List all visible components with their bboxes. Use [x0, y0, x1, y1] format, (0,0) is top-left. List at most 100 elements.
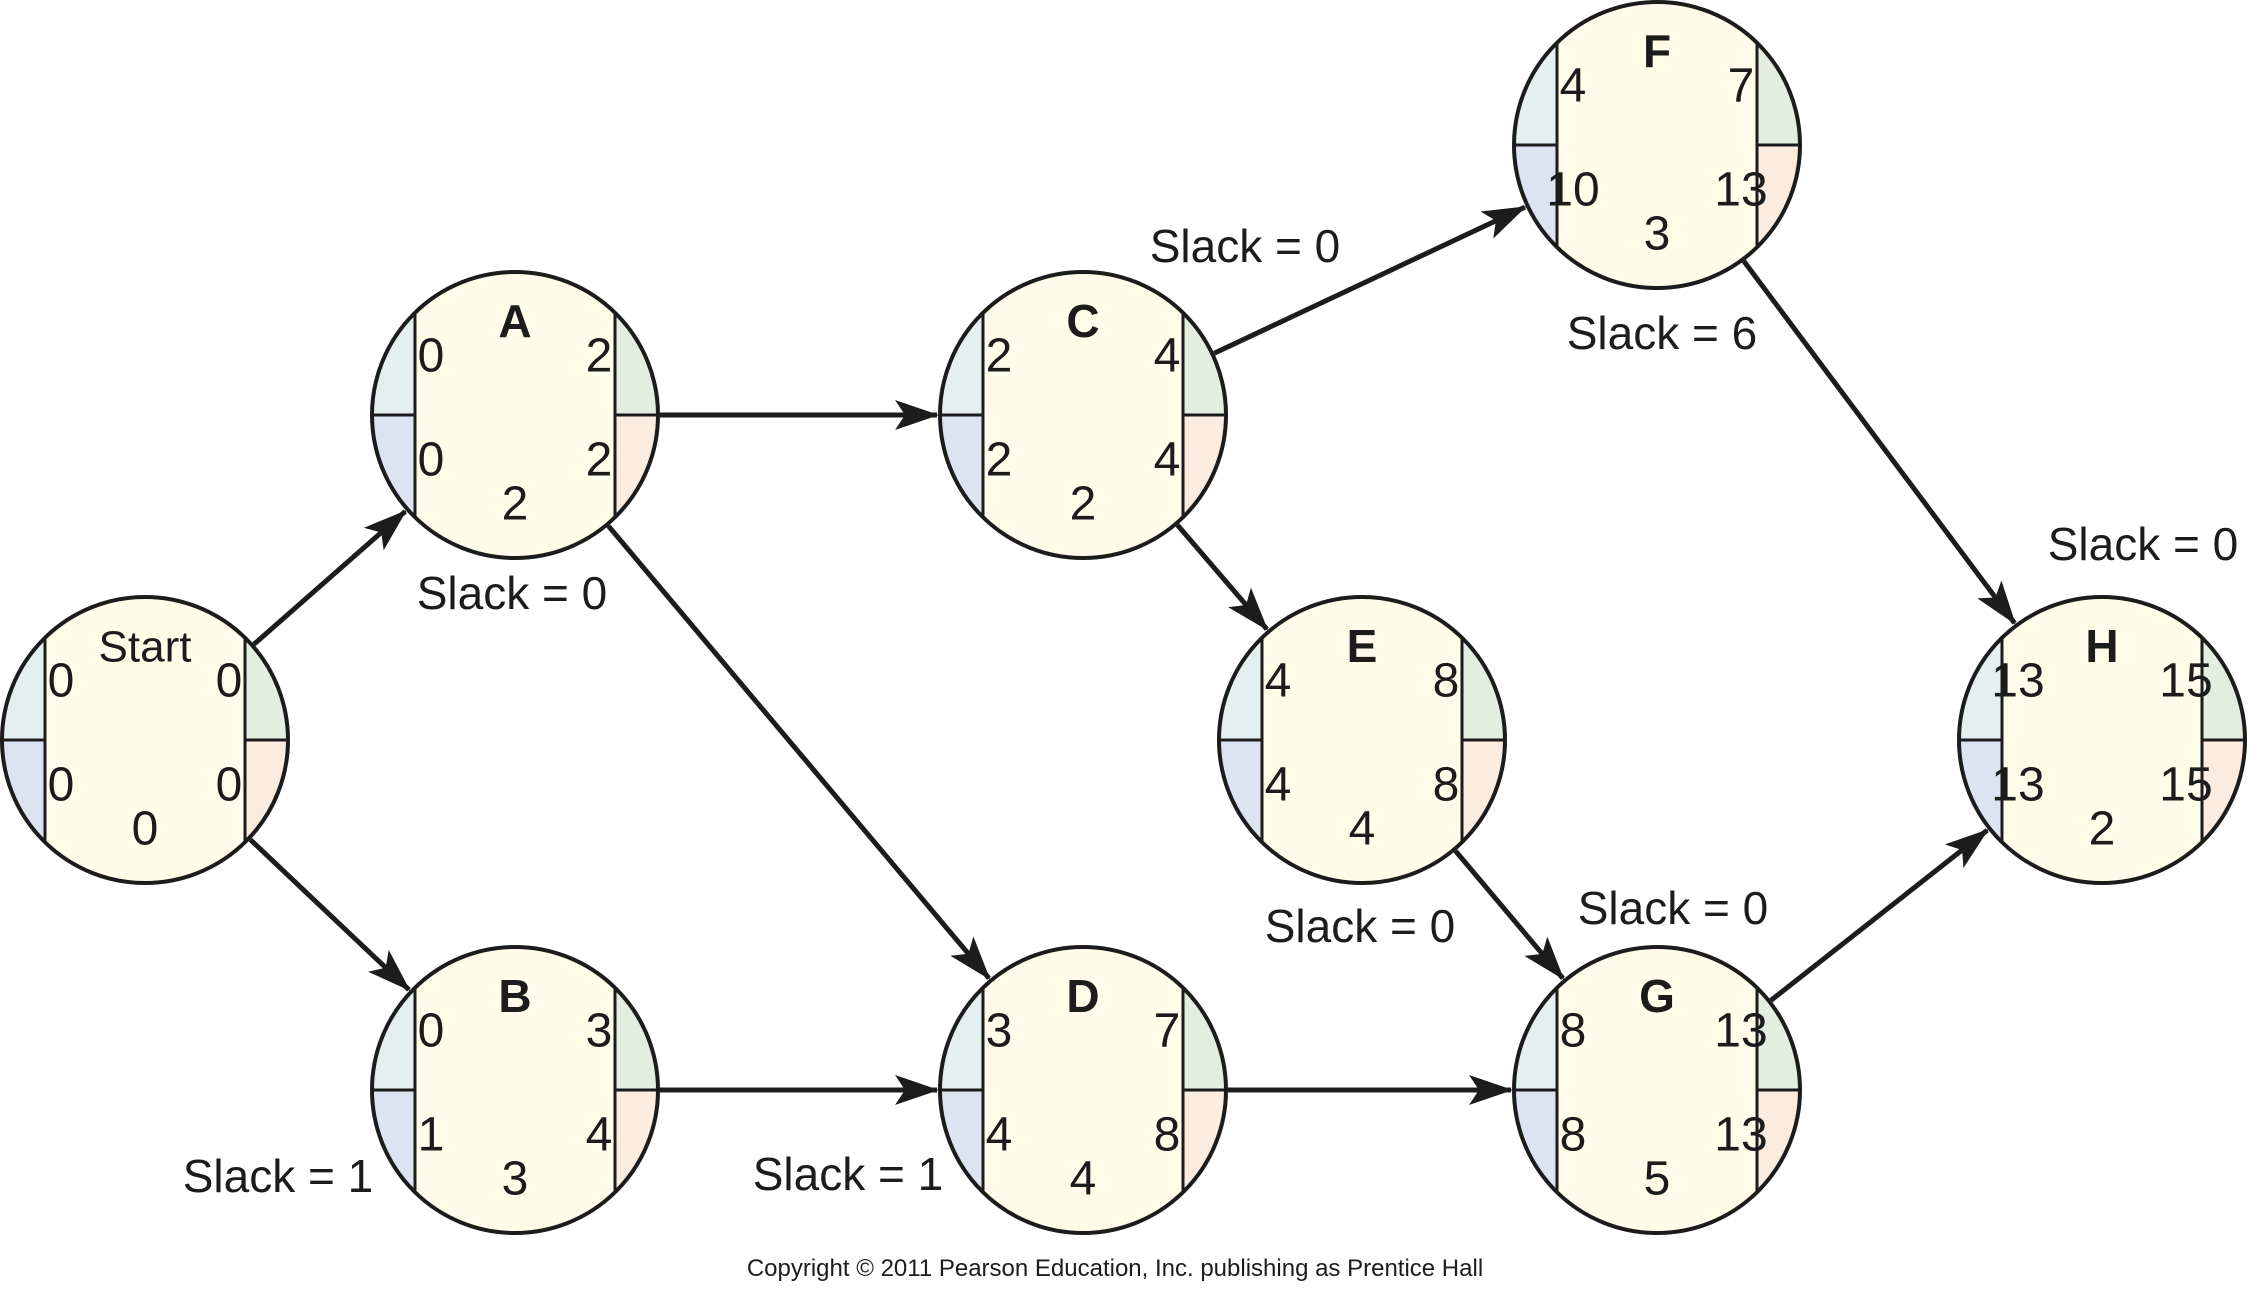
duration-cell [940, 947, 1226, 1233]
earliest-finish-value: 0 [216, 655, 243, 708]
latest-start-value: 4 [1265, 759, 1292, 812]
node-e: E 4 8 4 8 4 [1217, 595, 1507, 885]
arrow-f-to-h [1741, 259, 2017, 625]
earliest-start-value: 0 [418, 330, 445, 383]
arrow-start-to-b [248, 837, 411, 992]
slack-label-a: Slack = 0 [417, 567, 608, 619]
slack-label-c: Slack = 0 [1150, 220, 1341, 272]
latest-start-value: 2 [986, 434, 1013, 487]
copyright-text: Copyright © 2011 Pearson Education, Inc.… [747, 1255, 1483, 1282]
duration-value: 3 [502, 1153, 529, 1206]
duration-value: 2 [502, 478, 529, 531]
arrow-e-to-g [1453, 849, 1565, 980]
duration-cell [372, 272, 658, 558]
earliest-start-value: 0 [48, 655, 75, 708]
earliest-finish-value: 4 [1154, 330, 1181, 383]
node-f: F 4 7 10 13 3 [1512, 0, 1802, 290]
duration-cell [1219, 597, 1505, 883]
slack-label-f: Slack = 6 [1567, 307, 1758, 359]
latest-start-value: 10 [1546, 164, 1599, 217]
latest-finish-value: 8 [1433, 759, 1460, 812]
arrow-c-to-e [1175, 523, 1269, 631]
earliest-start-value: 2 [986, 330, 1013, 383]
activity-name: G [1639, 970, 1675, 1022]
edges-layer [248, 204, 2017, 1105]
arrow-start-to-a [252, 509, 407, 647]
node-outline [1217, 595, 1507, 885]
arrow-a-to-d [606, 524, 991, 980]
activity-name: E [1347, 620, 1378, 672]
activity-name: A [498, 295, 531, 347]
duration-cell [372, 947, 658, 1233]
earliest-finish-value: 15 [2159, 655, 2212, 708]
earliest-start-value: 0 [418, 1005, 445, 1058]
duration-value: 3 [1644, 208, 1671, 261]
activity-name: C [1066, 295, 1099, 347]
duration-value: 2 [1070, 478, 1097, 531]
latest-start-value: 13 [1991, 759, 2044, 812]
arrow-g-to-h [1769, 828, 1989, 1003]
node-a: A 0 2 0 2 2 [370, 270, 660, 560]
duration-cell [2, 597, 288, 883]
earliest-start-value: 13 [1991, 655, 2044, 708]
latest-finish-value: 4 [586, 1109, 613, 1162]
latest-finish-value: 13 [1714, 164, 1767, 217]
node-b: B 0 3 1 4 3 [370, 945, 660, 1235]
slack-label-d: Slack = 1 [753, 1148, 944, 1200]
duration-value: 0 [132, 803, 159, 856]
earliest-finish-value: 7 [1154, 1005, 1181, 1058]
earliest-finish-value: 2 [586, 330, 613, 383]
activity-name: Start [99, 623, 192, 672]
latest-start-value: 0 [48, 759, 75, 812]
latest-start-value: 0 [418, 434, 445, 487]
node-outline [1512, 0, 1802, 290]
activity-name: F [1643, 25, 1671, 77]
node-outline [1957, 595, 2247, 885]
slack-label-h: Slack = 0 [2048, 518, 2239, 570]
node-outline [370, 270, 660, 560]
duration-cell [940, 272, 1226, 558]
earliest-start-value: 4 [1560, 60, 1587, 113]
duration-value: 2 [2089, 803, 2116, 856]
latest-start-value: 4 [986, 1109, 1013, 1162]
latest-start-value: 8 [1560, 1109, 1587, 1162]
earliest-finish-value: 7 [1728, 60, 1755, 113]
latest-finish-value: 13 [1714, 1109, 1767, 1162]
node-outline [0, 595, 290, 885]
earliest-finish-value: 13 [1714, 1005, 1767, 1058]
node-outline [370, 945, 660, 1235]
node-c: C 2 4 2 4 2 [938, 270, 1228, 560]
arrow-c-to-f [1213, 204, 1527, 356]
earliest-finish-value: 3 [586, 1005, 613, 1058]
slack-label-g: Slack = 0 [1578, 882, 1769, 934]
slack-labels-layer: Slack = 0 Slack = 1 Slack = 0 Slack = 1 Slac… [183, 220, 2239, 1202]
node-d: D 3 7 4 8 4 [938, 945, 1228, 1235]
activity-name: H [2085, 620, 2118, 672]
earliest-finish-value: 8 [1433, 655, 1460, 708]
node-outline [938, 945, 1228, 1235]
node-start: Start 0 0 0 0 0 [0, 595, 290, 885]
node-outline [938, 270, 1228, 560]
activity-name: D [1066, 970, 1099, 1022]
duration-cell [1514, 2, 1800, 288]
latest-start-value: 1 [418, 1109, 445, 1162]
latest-finish-value: 2 [586, 434, 613, 487]
duration-value: 4 [1070, 1153, 1097, 1206]
node-outline [1512, 945, 1802, 1235]
earliest-start-value: 4 [1265, 655, 1292, 708]
duration-value: 5 [1644, 1153, 1671, 1206]
duration-cell [1514, 947, 1800, 1233]
slack-label-b: Slack = 1 [183, 1150, 374, 1202]
latest-finish-value: 4 [1154, 434, 1181, 487]
latest-finish-value: 0 [216, 759, 243, 812]
slack-label-e: Slack = 0 [1265, 900, 1456, 952]
duration-value: 4 [1349, 803, 1376, 856]
activity-name: B [498, 970, 531, 1022]
duration-cell [1959, 597, 2245, 883]
earliest-start-value: 8 [1560, 1005, 1587, 1058]
earliest-start-value: 3 [986, 1005, 1013, 1058]
latest-finish-value: 8 [1154, 1109, 1181, 1162]
